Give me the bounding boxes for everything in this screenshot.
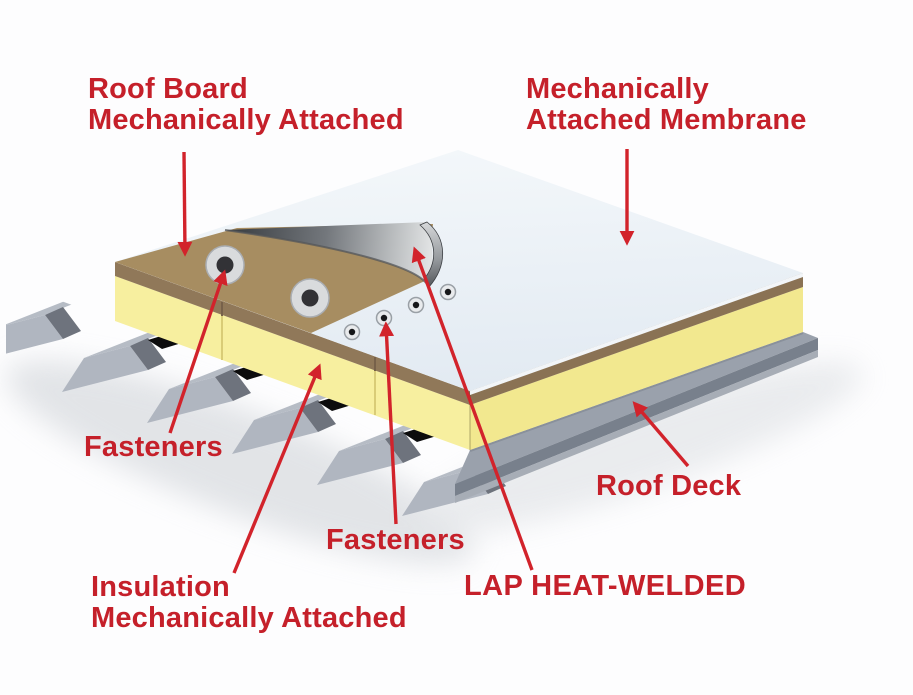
label-lap-heat-welded: LAP HEAT-WELDED: [464, 570, 747, 602]
deck-lower-lip: [455, 350, 818, 503]
insulation-left-face: [115, 276, 470, 450]
label-roof-board: Roof Board Mechanically Attached: [88, 73, 404, 136]
fastener: [375, 309, 393, 327]
annotation-arrows: [168, 149, 690, 574]
board-fasteners: [205, 245, 330, 318]
fastener: [439, 283, 457, 301]
insulation-layer: [115, 276, 803, 450]
label-fasteners-bottom: Fasteners: [326, 524, 465, 556]
ground-shadow: [5, 360, 863, 564]
arrow-fasteners-left: [168, 269, 228, 434]
label-membrane: Mechanically Attached Membrane: [526, 73, 807, 136]
peel-shadow-edge: [224, 229, 429, 287]
insulation-right-face: [470, 287, 803, 450]
fastener: [290, 278, 330, 318]
fastener: [407, 296, 425, 314]
board-left-edge: [115, 262, 470, 405]
fastener: [205, 245, 245, 285]
arrow-roof-deck: [632, 401, 690, 468]
arrow-fasteners-bottom: [379, 321, 398, 525]
arrow-lap-heat-welded: [411, 246, 534, 571]
label-fasteners-left: Fasteners: [84, 431, 223, 463]
label-roof-deck: Roof Deck: [596, 470, 742, 502]
membrane-surface: [115, 150, 803, 391]
membrane-thin-edge: [470, 273, 803, 395]
arrow-roof-board: [177, 151, 193, 257]
arrow-insulation: [232, 363, 322, 574]
label-insulation: Insulation Mechanically Attached: [91, 571, 407, 634]
fastener: [343, 323, 361, 341]
